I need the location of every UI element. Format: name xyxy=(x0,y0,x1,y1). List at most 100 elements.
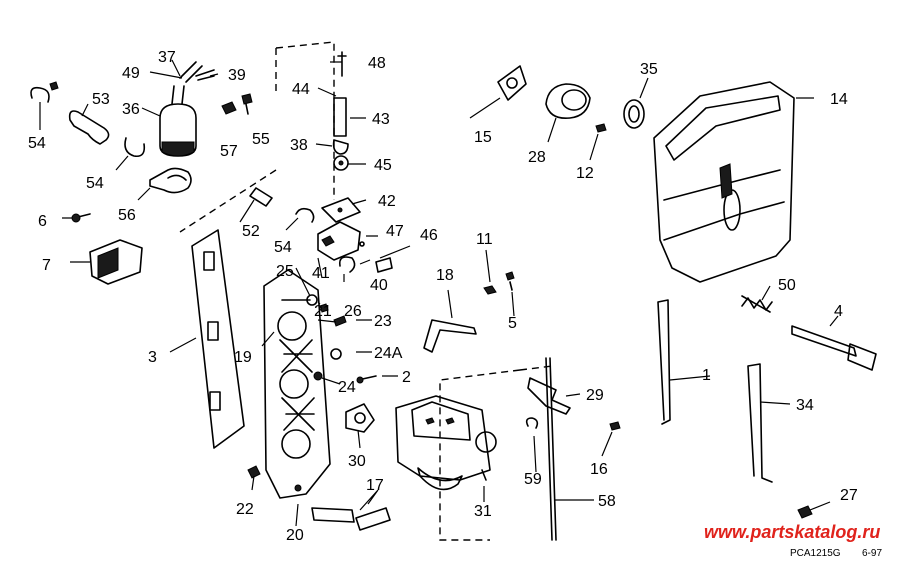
label-34: 34 xyxy=(796,397,814,414)
label-26: 26 xyxy=(344,303,362,320)
label-16: 16 xyxy=(590,461,608,478)
label-1: 1 xyxy=(702,367,711,384)
part-30-gasket xyxy=(345,403,375,433)
part-28-adapter xyxy=(545,83,591,120)
label-35: 35 xyxy=(640,61,658,78)
part-36-fuel-filter xyxy=(159,85,197,157)
label-42: 42 xyxy=(378,193,396,210)
label-40: 40 xyxy=(370,277,388,294)
part-46-check-valve xyxy=(375,257,393,273)
label-28: 28 xyxy=(528,149,546,166)
part-24-plug xyxy=(313,371,323,381)
label-22: 22 xyxy=(236,501,254,518)
label-54-low: 54 xyxy=(274,239,292,256)
label-46: 46 xyxy=(420,227,438,244)
part-34-link-rod xyxy=(747,363,773,483)
part-5-screw xyxy=(505,271,515,291)
label-18: 18 xyxy=(436,267,454,284)
part-38-fitting xyxy=(332,139,349,155)
label-39: 39 xyxy=(228,67,246,84)
catalog-code: PCA1215G xyxy=(790,548,841,559)
part-52-tube xyxy=(249,187,273,207)
label-30: 30 xyxy=(348,453,366,470)
label-20: 20 xyxy=(286,527,304,544)
label-54-top: 54 xyxy=(28,135,46,152)
label-50: 50 xyxy=(778,277,796,294)
part-54-clamp xyxy=(124,137,146,158)
label-15: 15 xyxy=(474,129,492,146)
part-18-link xyxy=(423,319,477,353)
part-57-screw xyxy=(221,101,237,115)
label-27: 27 xyxy=(840,487,858,504)
part-29-bracket xyxy=(527,377,571,415)
label-52: 52 xyxy=(242,223,260,240)
label-21: 21 xyxy=(314,303,332,320)
part-40-clip xyxy=(338,256,356,273)
part-15-gasket xyxy=(497,65,527,101)
label-2: 2 xyxy=(402,369,411,386)
part-14-silencer xyxy=(653,81,795,283)
part-1-link-rod xyxy=(657,299,671,425)
label-5: 5 xyxy=(508,315,517,332)
label-41: 41 xyxy=(312,265,330,282)
part-31-screw xyxy=(481,469,487,481)
part-3-gasket xyxy=(191,229,245,449)
part-6-screw xyxy=(71,213,91,223)
label-45: 45 xyxy=(374,157,392,174)
label-25: 25 xyxy=(276,263,294,280)
label-49: 49 xyxy=(122,65,140,82)
label-53: 53 xyxy=(92,91,110,108)
part-54-clip xyxy=(30,81,59,103)
part-7-vapor-separator xyxy=(89,239,143,285)
label-55: 55 xyxy=(252,131,270,148)
label-24A: 24A xyxy=(374,345,403,362)
label-57: 57 xyxy=(220,143,238,160)
label-56: 56 xyxy=(118,207,136,224)
label-47: 47 xyxy=(386,223,404,240)
label-7: 7 xyxy=(42,257,51,274)
part-45-nut xyxy=(333,155,349,171)
part-23-screw xyxy=(333,315,347,327)
part-17-hoses xyxy=(311,507,391,531)
part-54-oring xyxy=(295,207,315,223)
part-56-bracket xyxy=(149,167,192,194)
label-54-mid: 54 xyxy=(86,175,104,192)
part-35-seal xyxy=(623,99,645,129)
part-11-clip xyxy=(483,285,497,295)
carburetor-assembly xyxy=(395,395,497,491)
label-44: 44 xyxy=(292,81,310,98)
label-12: 12 xyxy=(576,165,594,182)
part-22-plug xyxy=(247,465,261,479)
part-12-screw xyxy=(595,123,607,133)
label-24: 24 xyxy=(338,379,356,396)
part-47-gasket xyxy=(359,241,365,247)
label-31: 31 xyxy=(474,503,492,520)
label-11: 11 xyxy=(476,231,493,248)
label-58: 58 xyxy=(598,493,616,510)
watermark: www.partskatalog.ru xyxy=(704,522,880,542)
part-16-clip xyxy=(609,421,621,431)
leader-lines xyxy=(39,59,839,527)
part-2-screw xyxy=(356,375,377,384)
part-53-hose xyxy=(68,110,110,145)
label-48: 48 xyxy=(368,55,386,72)
part-58-rod xyxy=(545,357,557,541)
part-4-throttle-rod xyxy=(791,325,877,371)
part-24A-plug xyxy=(330,348,342,360)
label-23: 23 xyxy=(374,313,392,330)
part-42-cover xyxy=(321,197,361,223)
label-4: 4 xyxy=(834,303,843,320)
label-59: 59 xyxy=(524,471,542,488)
part-55-screw xyxy=(241,93,253,115)
group-boundary-fuel-pump xyxy=(179,41,335,233)
label-3: 3 xyxy=(148,349,157,366)
part-37-49-39-lines xyxy=(179,61,215,83)
label-43: 43 xyxy=(372,111,390,128)
part-27-plug xyxy=(797,505,813,519)
label-38: 38 xyxy=(290,137,308,154)
label-19: 19 xyxy=(234,349,252,366)
label-37: 37 xyxy=(158,49,176,66)
part-50-spring xyxy=(741,295,773,313)
